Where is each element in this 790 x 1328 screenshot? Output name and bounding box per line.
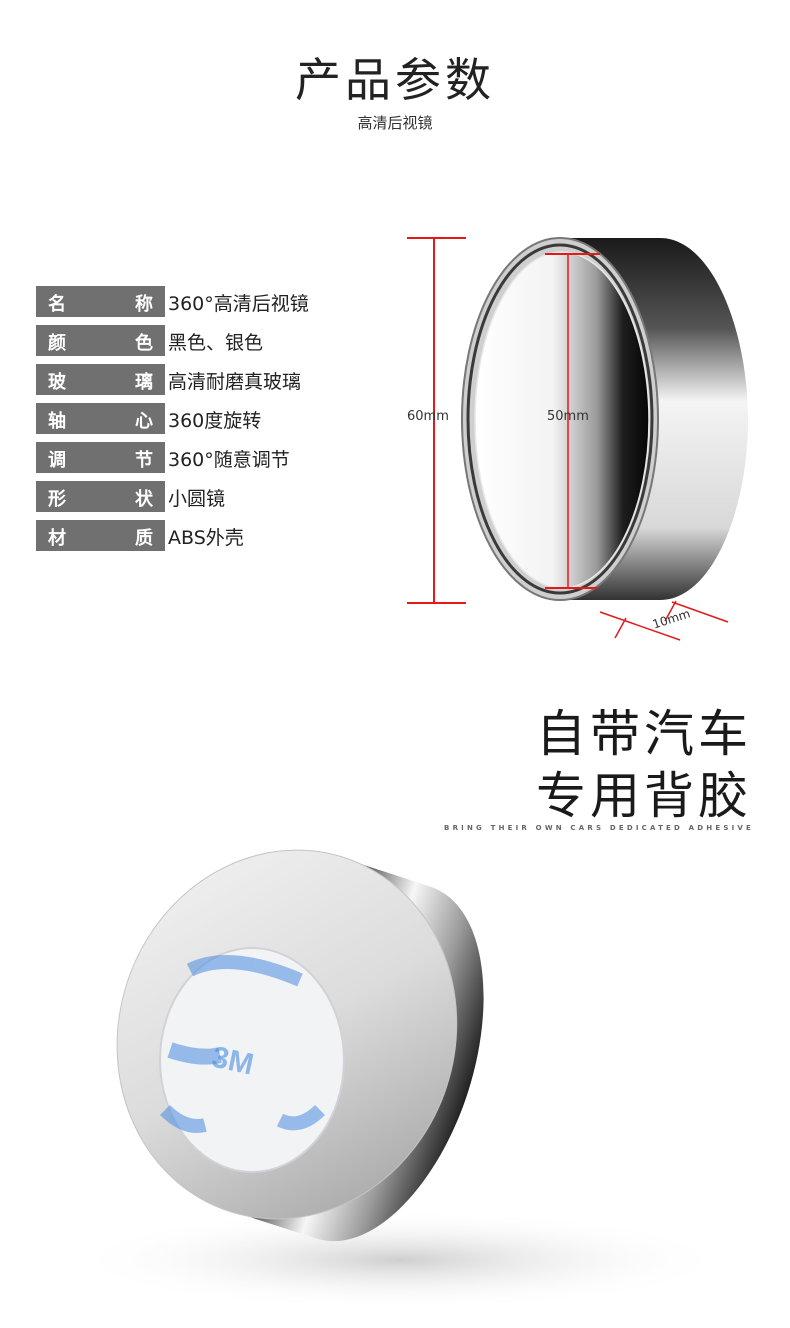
spec-row-shape: 形 状 小圆镜 xyxy=(36,481,336,512)
spec-label-char: 材 xyxy=(48,528,66,549)
dimension-outer xyxy=(407,237,466,604)
spec-row-adjust: 调 节 360°随意调节 xyxy=(36,442,336,473)
spec-table: 名 称 360°高清后视镜 颜 色 黑色、银色 玻 璃 高清耐磨真玻璃 轴 心 … xyxy=(36,286,336,559)
adhesive-heading-line1: 自带汽车 xyxy=(536,705,752,763)
spec-label: 颜 色 xyxy=(36,325,165,356)
mirror-diagram xyxy=(407,237,748,641)
spec-label-char: 名 xyxy=(48,294,66,315)
spec-row-material: 材 质 ABS外壳 xyxy=(36,520,336,551)
spec-label-char: 调 xyxy=(48,450,66,471)
mirror-back-illustration: 3M xyxy=(70,849,730,1310)
dimension-inner xyxy=(545,253,600,589)
adhesive-pad: 3M xyxy=(159,947,345,1173)
spec-label-char: 状 xyxy=(135,489,153,510)
spec-label: 形 状 xyxy=(36,481,165,512)
spec-row-axis: 轴 心 360度旋转 xyxy=(36,403,336,434)
spec-label-char: 璃 xyxy=(135,372,153,393)
spec-value: 黑色、银色 xyxy=(168,332,264,354)
page-subtitle: 高清后视镜 xyxy=(357,114,433,132)
mirror-body xyxy=(461,237,748,601)
spec-value: 360°高清后视镜 xyxy=(168,293,309,315)
spec-row-glass: 玻 璃 高清耐磨真玻璃 xyxy=(36,364,336,395)
spec-label: 名 称 xyxy=(36,286,165,317)
adhesive-tagline: BRING THEIR OWN CARS DEDICATED ADHESIVE xyxy=(444,824,754,832)
dimension-depth xyxy=(599,600,729,641)
spec-row-color: 颜 色 黑色、银色 xyxy=(36,325,336,356)
spec-label-char: 心 xyxy=(135,411,153,432)
spec-label-char: 轴 xyxy=(48,411,66,432)
spec-label-char: 玻 xyxy=(48,372,66,393)
adhesive-heading-line2: 专用背胶 xyxy=(536,767,752,825)
spec-label: 轴 心 xyxy=(36,403,165,434)
spec-value: 高清耐磨真玻璃 xyxy=(168,371,302,393)
spec-label: 玻 璃 xyxy=(36,364,165,395)
spec-label-char: 节 xyxy=(135,450,153,471)
spec-label-char: 称 xyxy=(135,294,153,315)
spec-label-char: 色 xyxy=(135,333,153,354)
adhesive-print xyxy=(160,955,325,1133)
spec-value: 360°随意调节 xyxy=(168,449,290,471)
spec-value: ABS外壳 xyxy=(168,527,244,549)
spec-label: 材 质 xyxy=(36,520,165,551)
spec-label-char: 颜 xyxy=(48,333,66,354)
spec-label-char: 形 xyxy=(48,489,66,510)
dimension-outer-label: 60mm xyxy=(407,409,449,424)
spec-value: 小圆镜 xyxy=(168,488,226,510)
page-title: 产品参数 xyxy=(295,53,495,107)
spec-value: 360度旋转 xyxy=(168,410,262,432)
spec-label-char: 质 xyxy=(135,528,153,549)
spec-row-name: 名 称 360°高清后视镜 xyxy=(36,286,336,317)
dimension-inner-label: 50mm xyxy=(547,409,589,424)
spec-label: 调 节 xyxy=(36,442,165,473)
